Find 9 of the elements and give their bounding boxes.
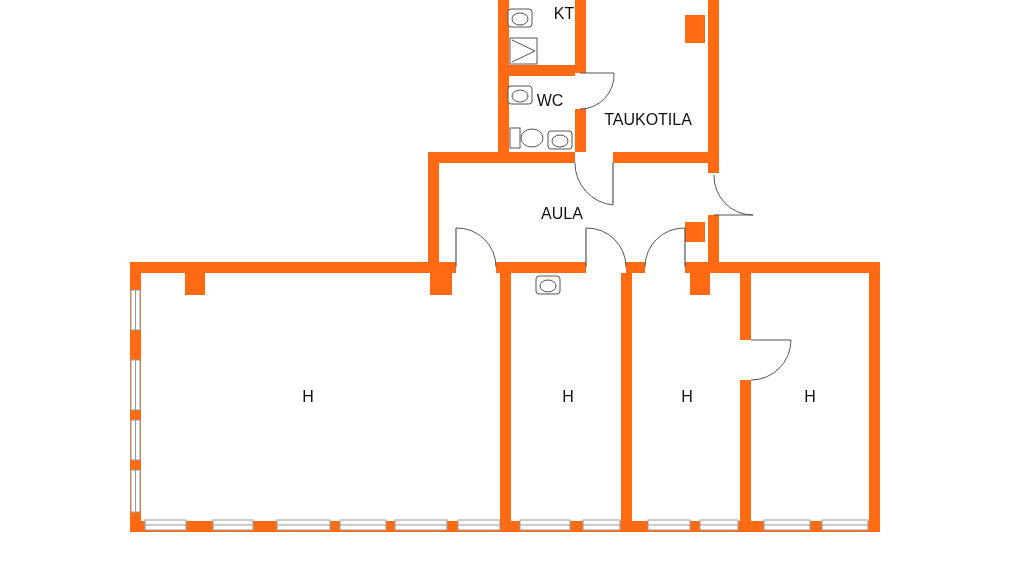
room-label: H	[302, 388, 314, 406]
room-outline	[751, 262, 880, 532]
room-label: H	[681, 388, 693, 406]
room-label: AULA	[541, 205, 583, 223]
room-label: H	[562, 388, 574, 406]
room-label: WC	[536, 92, 564, 110]
room-label: H	[804, 388, 816, 406]
room-label: KT	[553, 5, 575, 23]
room-label: TAUKOTILA	[604, 111, 692, 129]
